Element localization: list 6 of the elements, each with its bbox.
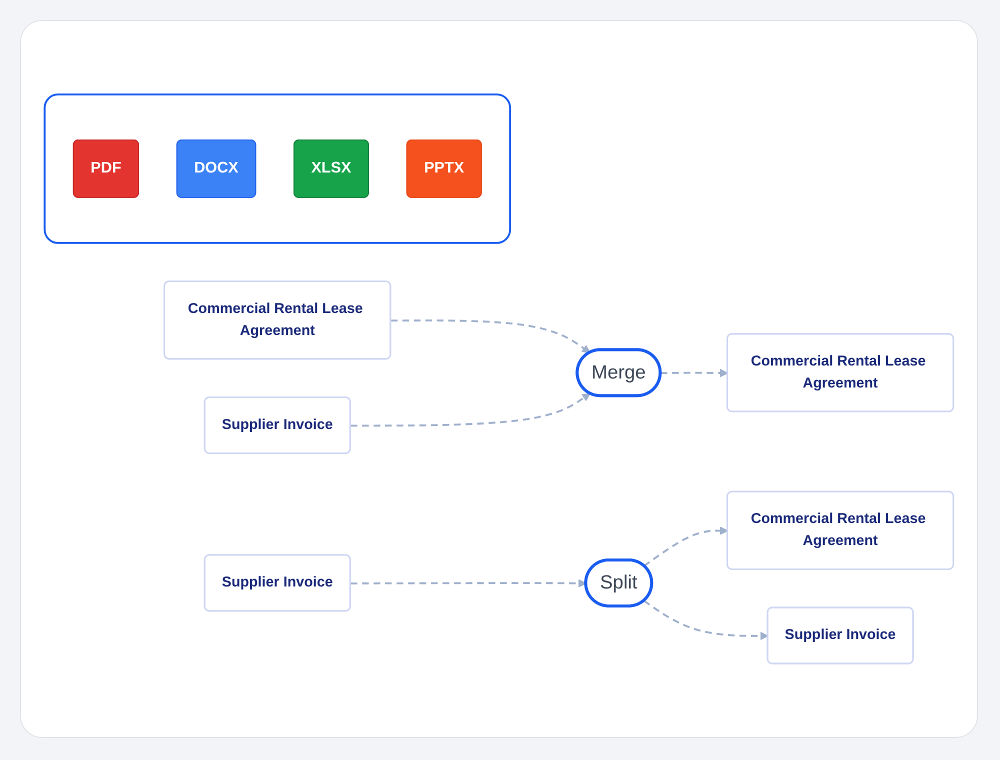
cluster (44, 94, 512, 244)
arrow (350, 393, 590, 427)
arrow (644, 526, 728, 567)
arrow (660, 368, 728, 378)
arrow (644, 600, 768, 640)
arrow (390, 320, 590, 354)
